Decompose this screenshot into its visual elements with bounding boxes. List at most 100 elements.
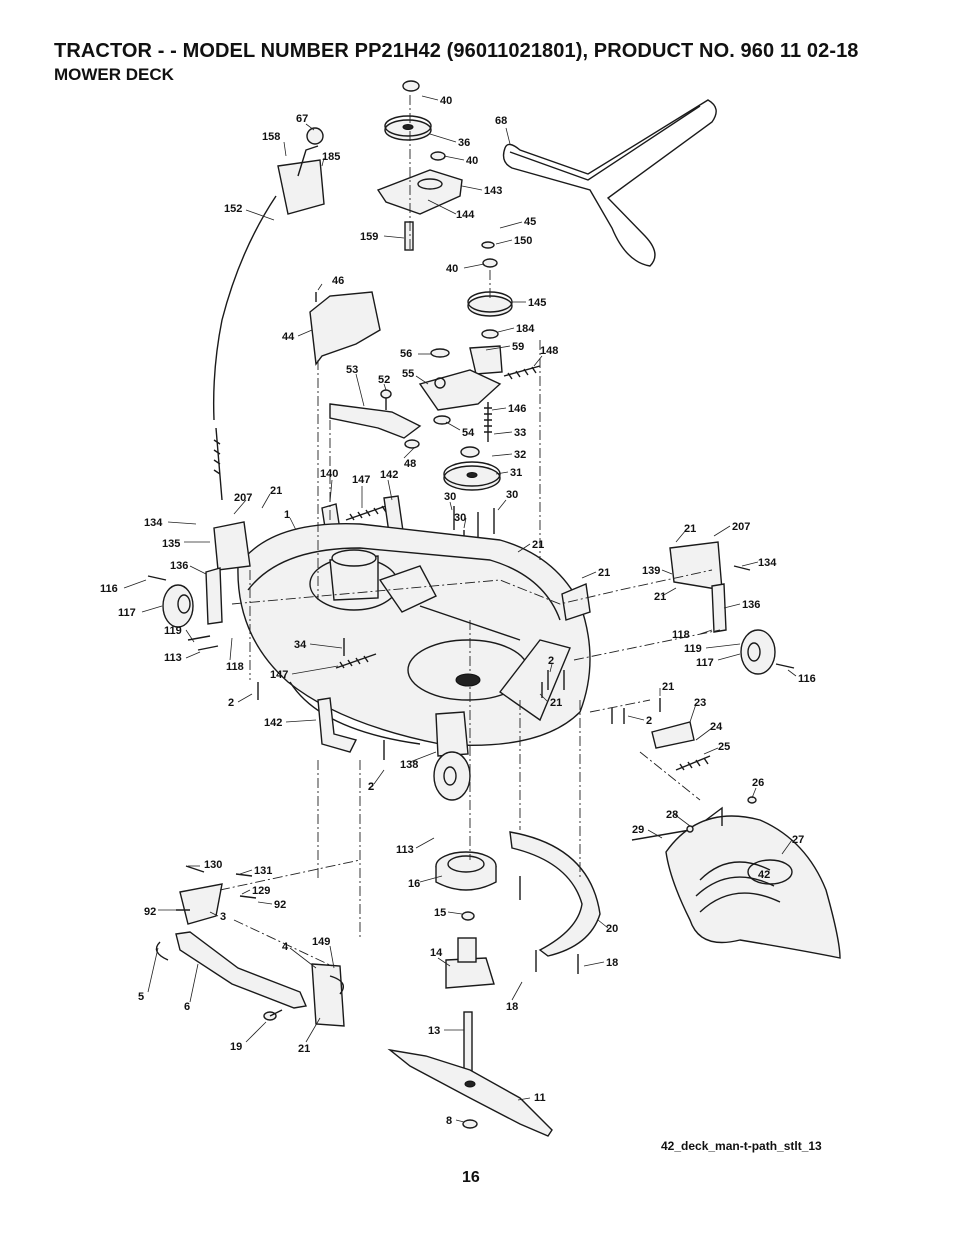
alignment-lines [219,95,721,967]
callout-label: 21 [270,485,282,497]
callout-label: 21 [298,1043,310,1055]
callout-label: 116 [798,673,816,685]
callout-label: 134 [144,517,163,529]
mower-deck-housing [237,522,591,747]
callout-label: 2 [368,781,374,793]
callout-label: 15 [434,907,446,919]
callout-label: 140 [320,468,338,480]
callout-label: 5 [138,991,144,1003]
callout-label: 46 [332,275,344,287]
front-roller-wheel [433,711,471,801]
callout-label: 30 [454,512,466,524]
callout-label: 146 [508,403,526,415]
callout-label: 139 [642,565,660,577]
callout-label: 136 [742,599,760,611]
mower-blade [387,1048,553,1137]
callout-label: 116 [100,583,118,595]
callout-label: 2 [368,781,374,793]
callout-label: 40 [440,95,452,107]
callout-label: 142 [264,717,282,729]
spindle-assembly [435,851,497,1129]
callout-label: 134 [758,557,777,569]
callout-label: 2 [228,697,234,709]
callout-label: 11 [534,1092,546,1104]
callout-label: 118 [672,629,690,641]
callout-label: 145 [528,297,546,309]
lower-spring [335,638,377,669]
gauge-wheel-right [669,541,795,675]
callout-label: 68 [495,115,507,127]
callout-label: 28 [666,809,678,821]
callout-label: 147 [352,474,370,486]
callout-label: 185 [322,151,340,163]
callout-label: 27 [792,834,804,846]
callout-label: 29 [632,824,644,836]
callout-label: 21 [684,523,696,535]
callout-label: 148 [540,345,558,357]
clutch-lever [329,389,422,449]
callout-label: 55 [402,368,414,380]
callout-label: 184 [516,323,535,335]
callout-label: 158 [262,131,280,143]
lower-hanger-bracket [317,697,358,753]
callout-label: 129 [252,885,270,897]
callout-label: 44 [282,331,295,343]
callout-label: 34 [294,639,307,651]
callout-label: 33 [514,427,526,439]
callout-label: 143 [484,185,502,197]
callout-label: 147 [270,669,288,681]
callout-label: 25 [718,741,730,753]
callout-label: 21 [550,697,562,709]
callout-label: 6 [184,1001,190,1013]
callout-label: 54 [462,427,475,439]
callout-label: 31 [510,467,522,479]
callout-label: 24 [710,721,723,733]
callout-label: 207 [234,492,252,504]
callout-label: 13 [428,1025,440,1037]
drive-belt [502,99,717,267]
callout-label: 14 [430,947,443,959]
callout-label: 16 [408,878,420,890]
gauge-wheel-left [147,521,251,651]
callout-leaders [123,95,797,1123]
callout-label: 20 [606,923,618,935]
callout-label: 144 [456,209,475,221]
callout-label: 40 [466,155,478,167]
callout-label: 136 [170,560,188,572]
callout-label: 2 [548,655,554,667]
callout-label: 135 [162,538,180,550]
callout-label: 26 [752,777,764,789]
callout-label: 21 [598,567,610,579]
callout-label: 21 [654,591,666,603]
callout-label: 117 [696,657,714,669]
callout-label: 18 [606,957,618,969]
callout-label: 119 [684,643,702,655]
callout-label: 67 [296,113,308,125]
anti-scalp-bracket [651,721,711,771]
callout-label: 3 [220,911,226,923]
page-number: 16 [462,1169,480,1186]
idler-arm [418,369,502,442]
deck-lift-handle-and-cable [212,127,325,501]
deck-side-bracket-right [547,583,661,724]
deck-bolts [257,682,543,760]
callout-label: 53 [346,364,358,376]
deck-lift-link [155,865,345,1027]
callout-label: 117 [118,607,136,619]
callout-label: 8 [446,1115,452,1127]
callout-label: 113 [164,652,182,664]
callout-label: 40 [446,263,458,275]
idler-pulley-upper [376,80,463,251]
callout-label: 21 [532,539,544,551]
callout-label: 56 [400,348,412,360]
callout-label: 138 [400,759,418,771]
callout-label: 92 [274,899,286,911]
callout-labels: 40 67 158 185 36 40 68 143 152 144 45 15… [100,95,816,1127]
page-title: TRACTOR - - MODEL NUMBER PP21H42 (960110… [54,40,859,62]
diagram-caption: 42_deck_man-t-path_stlt_13 [661,1139,822,1153]
callout-label: 131 [254,865,272,877]
callout-label: 18 [506,1001,518,1013]
discharge-baffle [509,831,601,974]
callout-label: 30 [506,489,518,501]
callout-label: 32 [514,449,526,461]
